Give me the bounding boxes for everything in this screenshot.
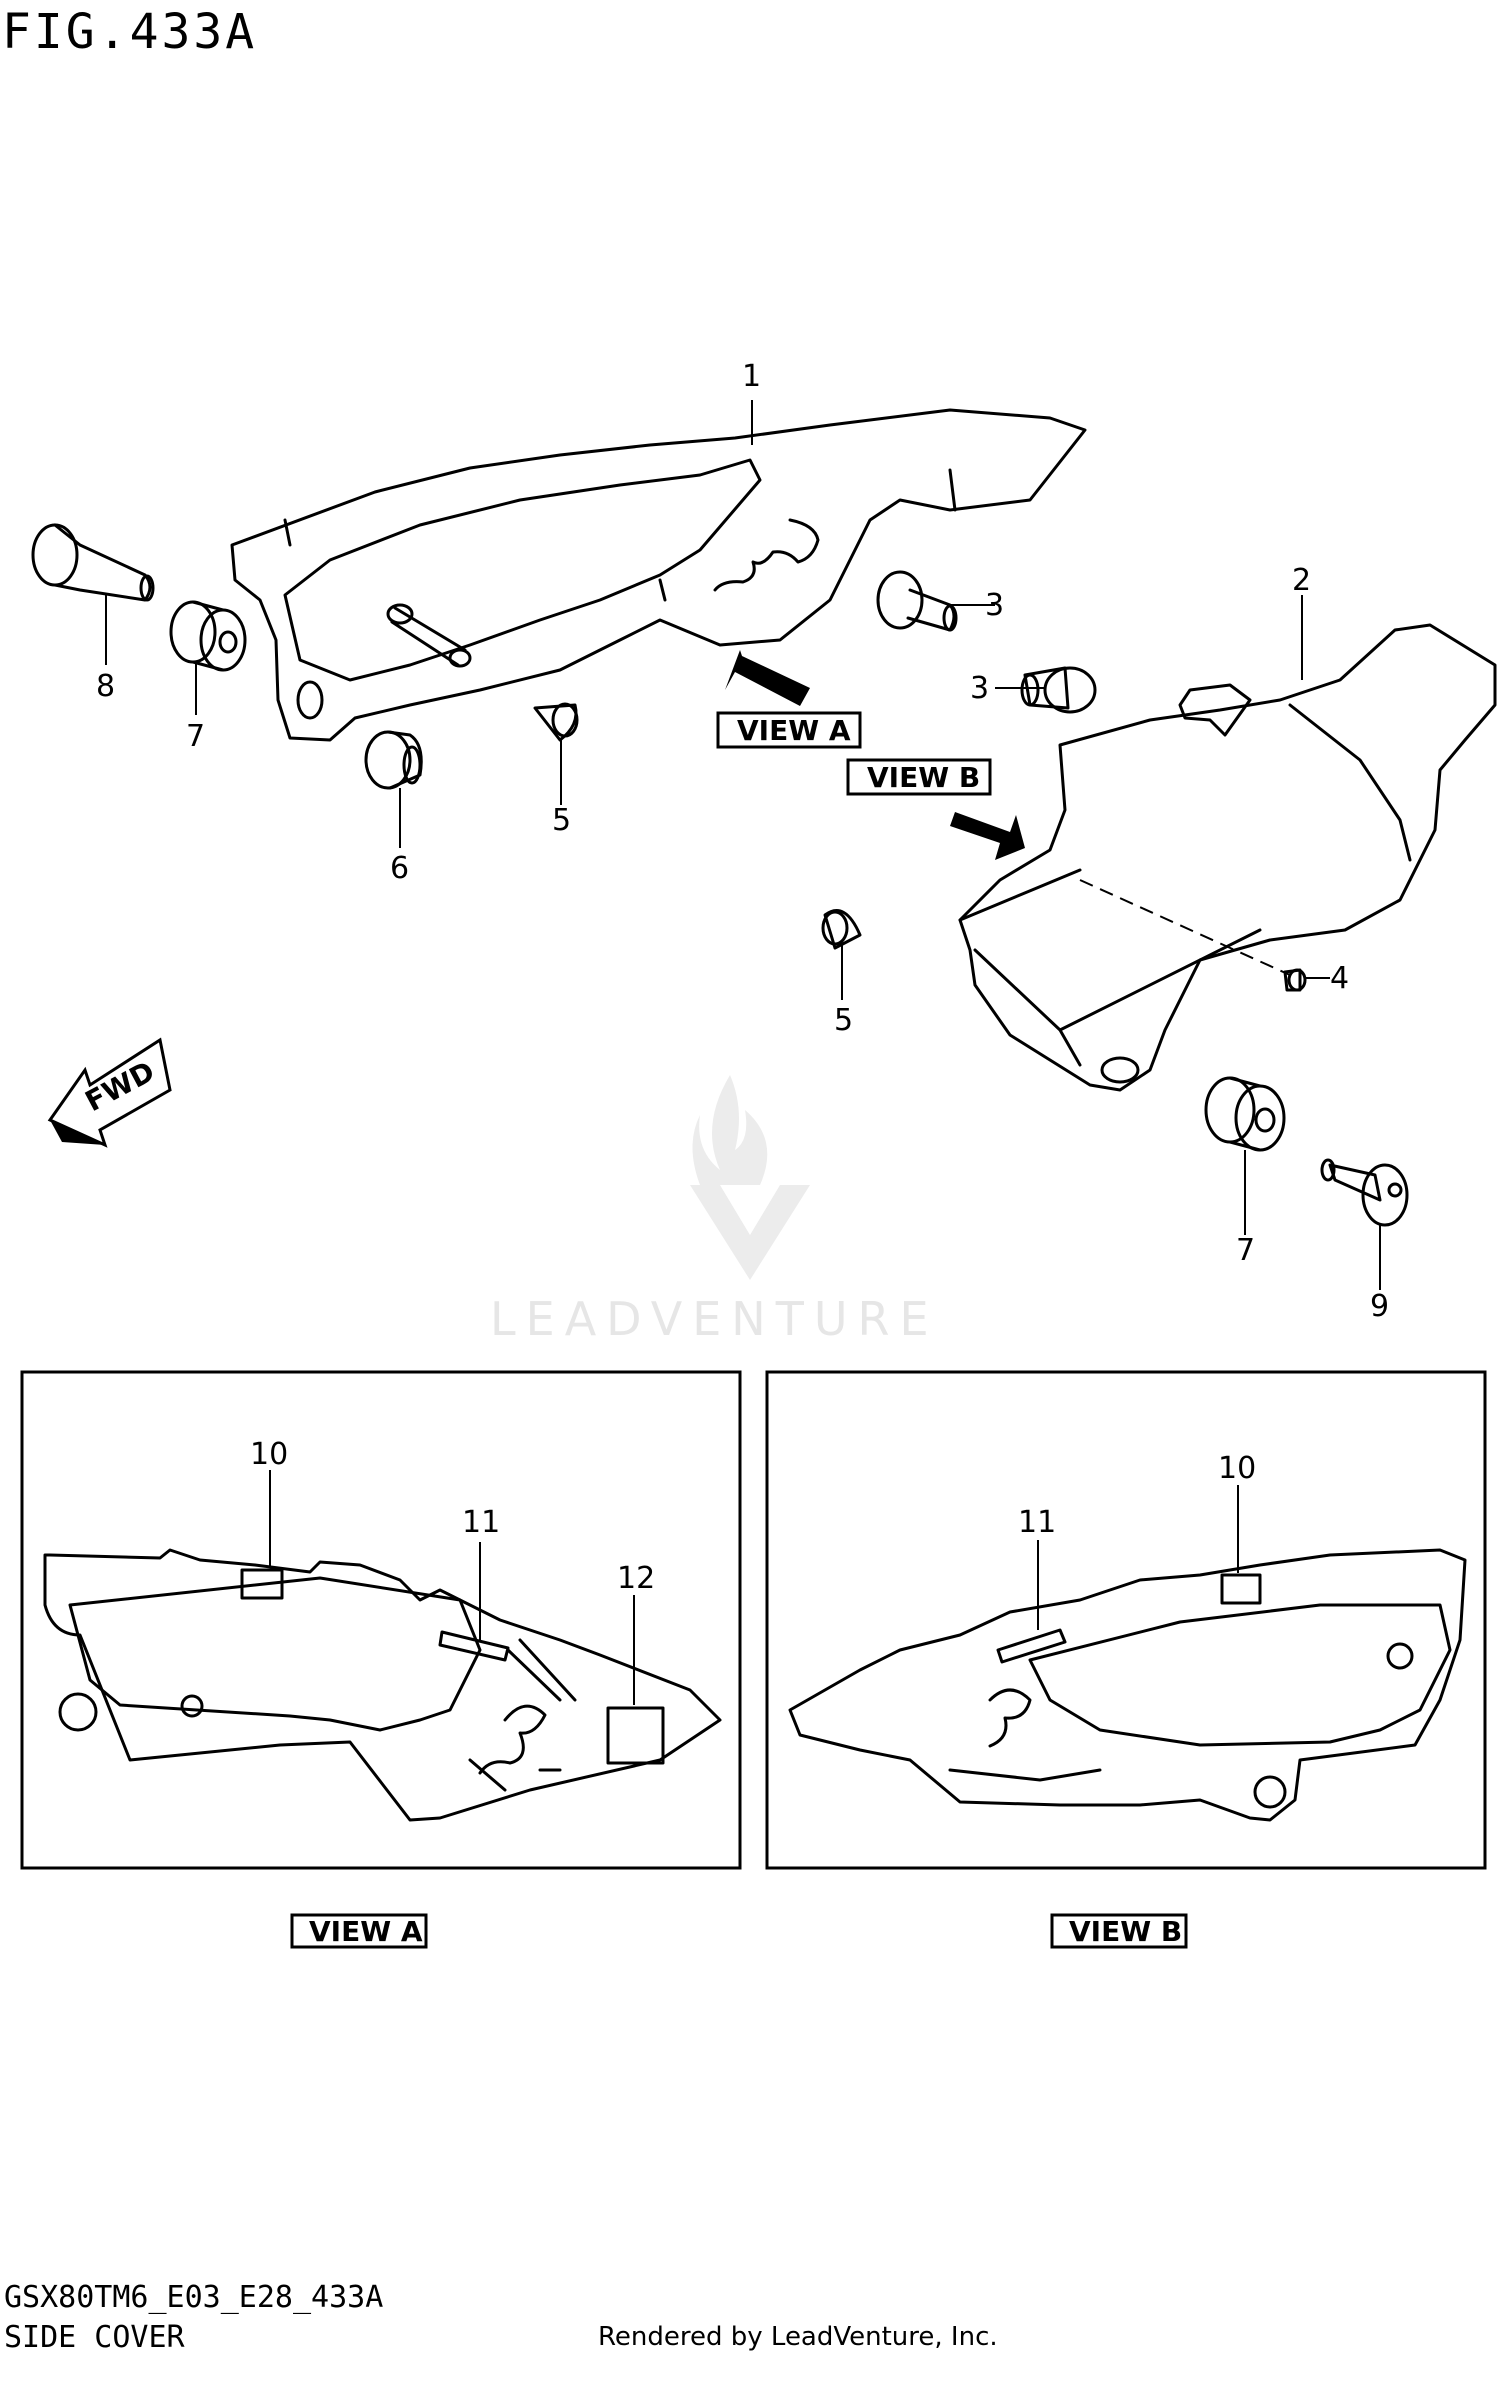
part-9-bolt <box>1320 1158 1409 1227</box>
callout-9: 9 <box>1370 1289 1389 1324</box>
callout-7-lower: 7 <box>1236 1233 1255 1268</box>
view-b-callout-11: 11 <box>1018 1505 1056 1540</box>
model-code: GSX80TM6_E03_E28_433A <box>4 2280 384 2315</box>
view-b-label: VIEW B <box>867 761 980 794</box>
view-a-callout-10: 10 <box>250 1437 288 1472</box>
view-a-caption: VIEW A <box>309 1915 423 1948</box>
callout-7-upper: 7 <box>186 719 205 754</box>
callouts: 1 2 3 3 4 5 5 6 7 7 8 9 <box>96 359 1389 1324</box>
view-a-detail-box: 10 11 12 VIEW A <box>20 1370 742 1949</box>
fwd-direction-badge: FWD <box>47 1037 172 1148</box>
figure-title: FIG.433A <box>2 4 258 60</box>
part-4-pin <box>1283 968 1307 992</box>
callout-4: 4 <box>1330 961 1349 996</box>
watermark-text: LEADVENTURE <box>490 1292 939 1346</box>
section-name: SIDE COVER <box>4 2320 185 2355</box>
callout-6: 6 <box>390 851 409 886</box>
part-1-side-cover <box>230 408 1087 742</box>
view-b-callout-10: 10 <box>1218 1451 1256 1486</box>
callout-3-lower: 3 <box>970 671 989 706</box>
part-7-grommet-upper <box>169 600 247 672</box>
callout-2: 2 <box>1292 563 1311 598</box>
part-6-collar <box>364 730 423 790</box>
part-2-side-cover <box>958 623 1497 1092</box>
callout-5-lower: 5 <box>834 1003 853 1038</box>
callout-3-upper: 3 <box>985 588 1004 623</box>
part-7-grommet-lower <box>1204 1076 1286 1152</box>
callout-5-upper: 5 <box>552 803 571 838</box>
view-a-label: VIEW A <box>737 714 851 747</box>
part-8-bolt <box>31 523 155 602</box>
render-credit: Rendered by LeadVenture, Inc. <box>598 2322 998 2352</box>
callout-8: 8 <box>96 669 115 704</box>
watermark-logo: LEADVENTURE <box>490 1075 939 1346</box>
view-a-callout-11: 11 <box>462 1505 500 1540</box>
part-3-screw-upper <box>876 570 958 632</box>
view-a-pointer: VIEW A <box>716 650 862 749</box>
part-5-clip-lower <box>821 909 862 950</box>
part-5-clip-upper <box>533 702 579 742</box>
view-b-pointer: VIEW B <box>846 758 1025 860</box>
leader-lines <box>105 400 1381 1290</box>
part-3-screw-lower <box>1020 666 1097 714</box>
view-b-caption: VIEW B <box>1069 1915 1182 1948</box>
view-a-callout-12: 12 <box>617 1561 655 1596</box>
view-b-detail-box: 10 11 VIEW B <box>765 1370 1487 1949</box>
callout-1: 1 <box>742 359 761 394</box>
